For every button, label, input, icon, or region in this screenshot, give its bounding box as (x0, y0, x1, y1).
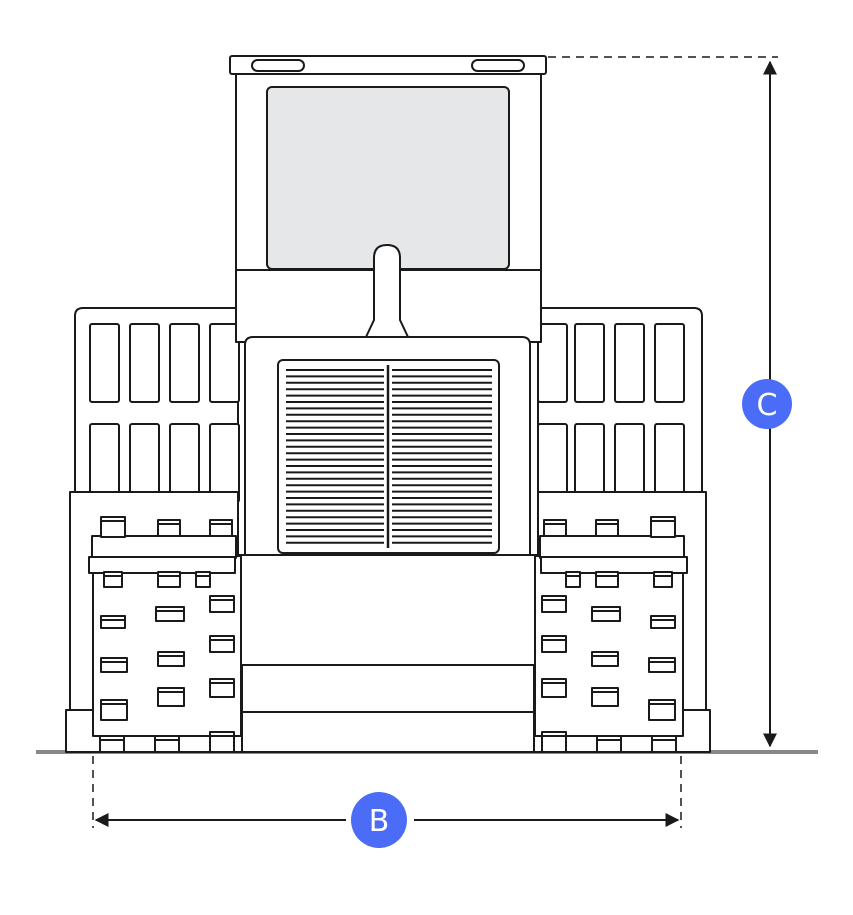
vent-slot (169, 323, 200, 403)
track-shoe (565, 571, 581, 588)
vent-slot (574, 423, 605, 503)
vent-slot (614, 423, 645, 503)
vent-slot (129, 323, 160, 403)
height-label-badge (742, 379, 792, 429)
exhaust-pipe (365, 244, 409, 338)
vent-slot (537, 423, 568, 503)
cab-window (266, 86, 510, 270)
right-track (534, 516, 688, 753)
front-bumper-lower (241, 664, 535, 713)
vent-slot (537, 323, 568, 403)
track-shoe (541, 635, 567, 653)
track-shoe (209, 519, 233, 537)
front-bumper-upper (233, 554, 550, 666)
track-shoe (100, 657, 128, 673)
track-shoe (157, 571, 181, 588)
vent-slot (169, 423, 200, 503)
track-shoe (591, 687, 619, 707)
width-label-badge (351, 792, 407, 848)
right-roof-light (471, 59, 525, 72)
track-shoe (100, 615, 126, 629)
left-panel-vents (89, 323, 240, 503)
vent-slot (209, 423, 240, 503)
track-shoe (157, 651, 185, 667)
left-track (88, 516, 242, 753)
track-shoe (653, 571, 673, 588)
right-side-panel (537, 307, 703, 503)
right-panel-vents (537, 323, 685, 503)
height-label: C (757, 388, 778, 423)
track-shoe (155, 606, 185, 622)
track-shoe (209, 595, 235, 613)
width-label: B (369, 804, 390, 839)
vent-slot (574, 323, 605, 403)
track-shoe (591, 651, 619, 667)
height-dimension: C (548, 56, 792, 748)
track-shoe (99, 735, 125, 753)
track-shoe (209, 635, 235, 653)
width-dimension: B (92, 756, 682, 848)
cab-roof (229, 55, 547, 75)
track-shoe (541, 678, 567, 698)
track-shoe (103, 571, 123, 588)
vent-slot (89, 323, 120, 403)
track-shoe (595, 571, 619, 588)
vent-slot (654, 323, 685, 403)
track-shoe (541, 595, 567, 613)
track-shoe (650, 615, 676, 629)
track-shoe (195, 571, 211, 588)
vent-slot (129, 423, 160, 503)
track-shoe (157, 519, 181, 537)
track-shoe (209, 678, 235, 698)
track-shoe (596, 735, 622, 753)
left-side-panel (74, 307, 240, 503)
vent-slot (89, 423, 120, 503)
track-shoe (595, 519, 619, 537)
vent-slot (654, 423, 685, 503)
vent-slot (614, 323, 645, 403)
track-shoe (543, 519, 567, 537)
track-shoe (157, 687, 185, 707)
track-shoe (591, 606, 621, 622)
track-shoe (648, 657, 676, 673)
track-shoe (651, 735, 677, 753)
left-roof-light (251, 59, 305, 72)
engine-housing (244, 336, 531, 556)
vent-slot (209, 323, 240, 403)
front-grille (286, 369, 492, 544)
center-base-block (241, 711, 535, 753)
track-shoe (154, 735, 180, 753)
